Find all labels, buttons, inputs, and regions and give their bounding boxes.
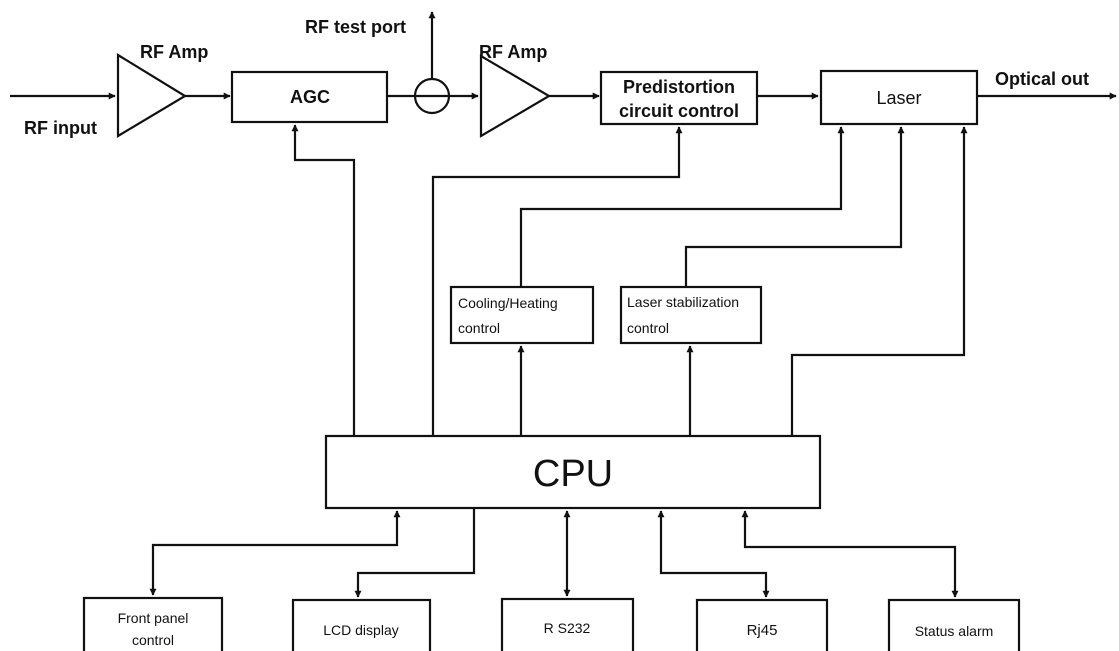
rf-amp-2-triangle: [479, 54, 552, 138]
laser-stabilization-label-line2: control: [627, 320, 669, 336]
rj45-label: Rj45: [747, 622, 778, 639]
predistortion-label-line1: Predistortion: [623, 77, 735, 97]
cooling-heating-label-line2: control: [458, 320, 500, 336]
laser-stabilization-label-line1: Laser stabilization: [627, 294, 739, 310]
front-panel-box: [82, 596, 224, 651]
cpu-to-agc-arrow: [291, 124, 356, 436]
lcd-display-label: LCD display: [323, 622, 398, 638]
rf-amp-1-triangle: [116, 53, 188, 138]
rf-amp-2-label: RF Amp: [479, 42, 547, 62]
rs232-label: R S232: [544, 620, 591, 636]
rs232-box: [500, 597, 635, 651]
agc-label: AGC: [290, 87, 330, 107]
laser-box: [819, 69, 979, 126]
lcd-display-box: [291, 598, 432, 651]
cpu-rj45-link: [657, 510, 770, 598]
rj45-box: [695, 598, 829, 651]
predistortion-box: [599, 70, 759, 126]
rf-input-label: RF input: [24, 118, 97, 138]
cooling-heating-label-line1: Cooling/Heating: [458, 295, 558, 311]
rf-test-port-label: RF test port: [305, 17, 406, 37]
cpu-status-alarm-link: [741, 510, 959, 598]
cpu-box: [324, 434, 822, 510]
status-alarm-label: Status alarm: [915, 623, 994, 639]
predistortion-label-line2: circuit control: [619, 101, 739, 121]
cpu-to-lcd-arrow: [354, 508, 476, 598]
cpu-label: CPU: [533, 453, 613, 495]
laser-stab-to-laser-arrow: [684, 126, 905, 287]
status-alarm-box: [887, 598, 1021, 651]
optical-out-label: Optical out: [995, 69, 1089, 89]
cpu-to-laser-right-arrow: [790, 126, 968, 436]
front-panel-label-line2: control: [132, 632, 174, 648]
laser-label: Laser: [876, 88, 921, 108]
laser-stabilization-box: [619, 285, 763, 345]
cooling-to-laser-arrow: [519, 126, 845, 287]
front-panel-label-line1: Front panel: [118, 610, 189, 626]
cpu-to-predistortion-arrow: [431, 126, 683, 436]
rf-amp-1-label: RF Amp: [140, 42, 208, 62]
cpu-front-panel-link: [149, 510, 401, 596]
